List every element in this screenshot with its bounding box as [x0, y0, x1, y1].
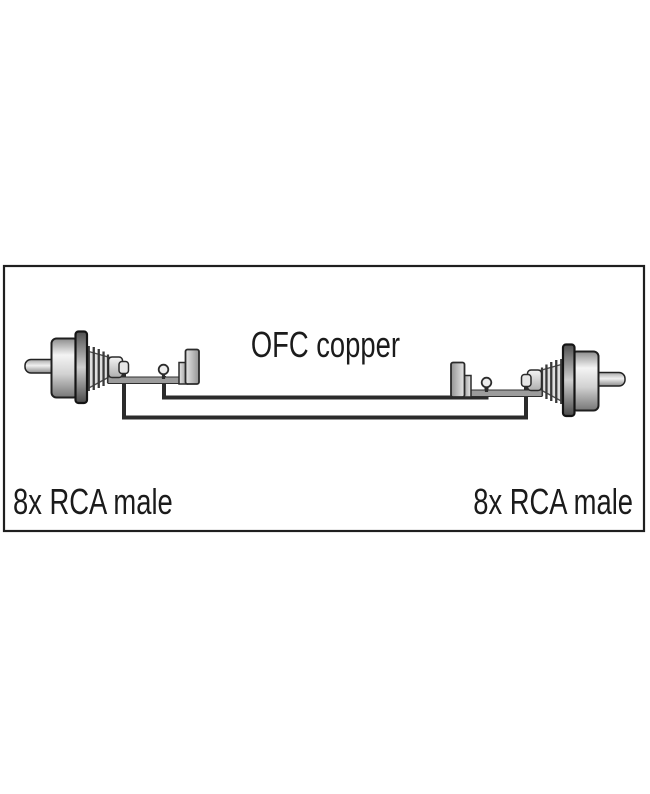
right-connector-label: 8x RCA male: [420, 481, 633, 522]
left-connector-label-text: 8x RCA male: [13, 481, 173, 522]
left-connector-label: 8x RCA male: [13, 481, 226, 522]
right-connector-label-text: 8x RCA male: [473, 481, 633, 522]
diagram-title-text: OFC copper: [250, 324, 400, 365]
diagram-title: OFC copper: [0, 324, 650, 365]
